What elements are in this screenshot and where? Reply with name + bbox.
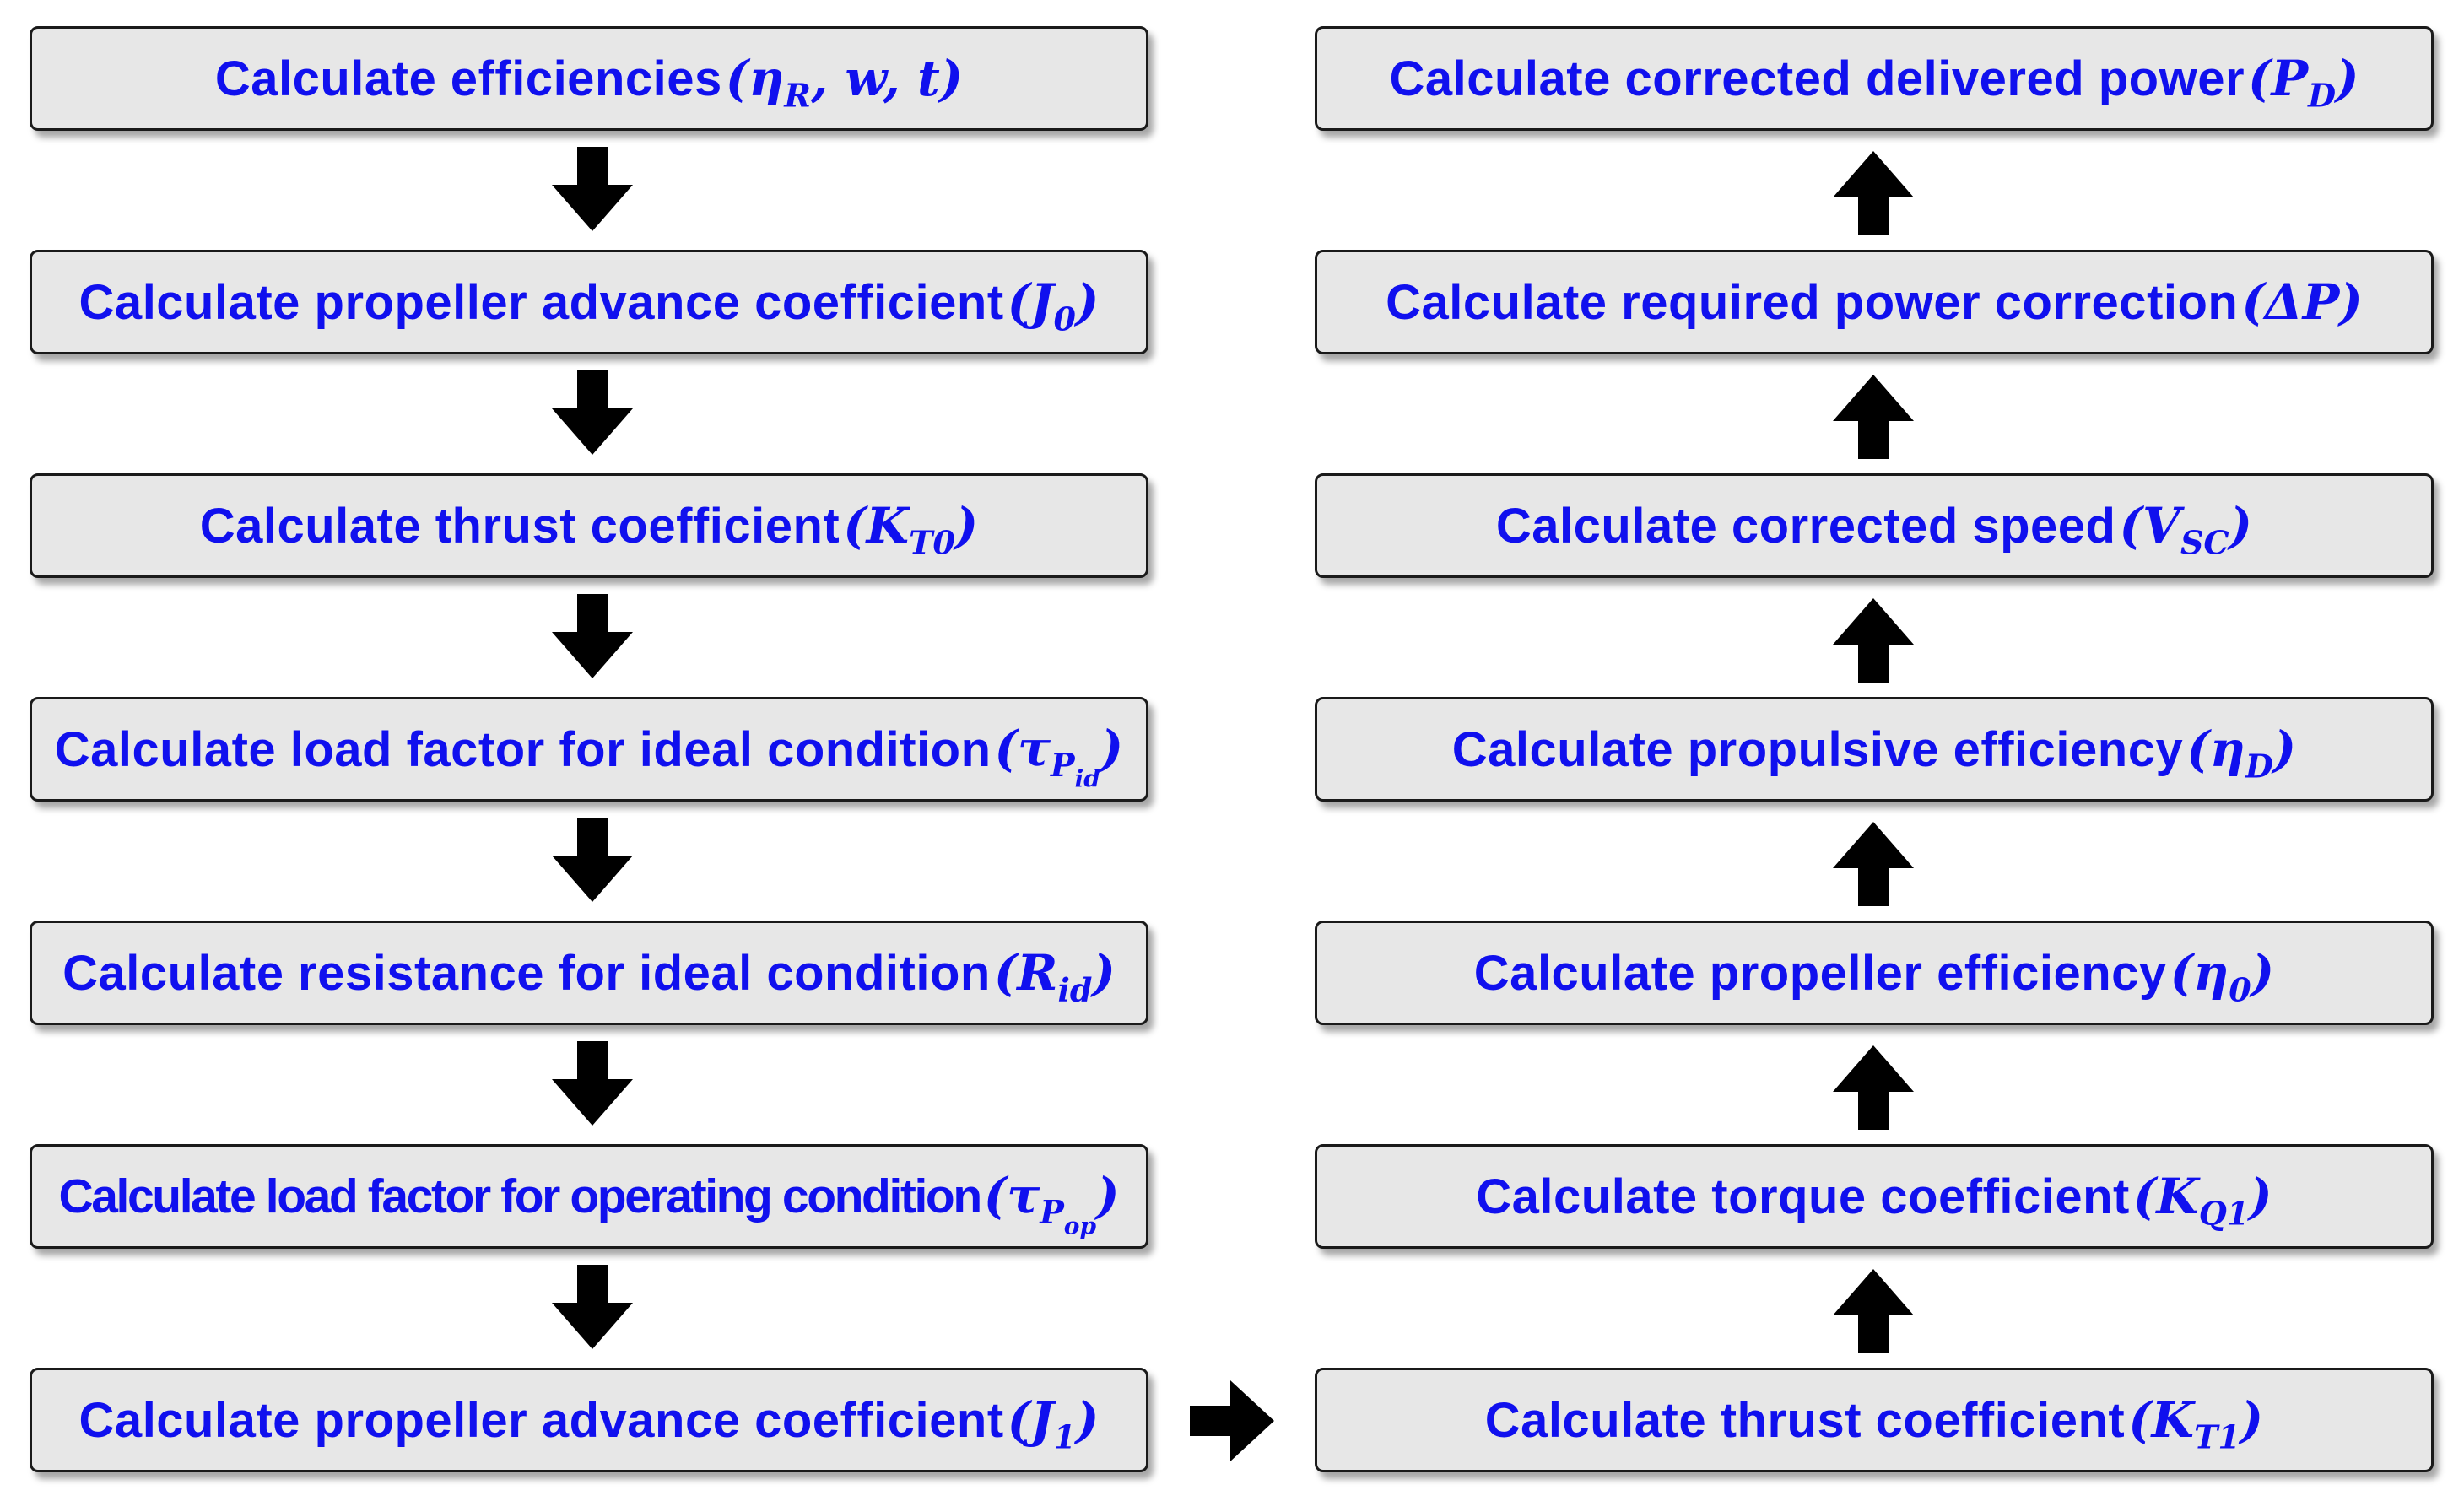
step-symbol: (τPop) <box>983 1166 1120 1240</box>
arrow-down-icon <box>550 1041 635 1126</box>
step-label: Calculate torque coefficient <box>1476 1169 2130 1224</box>
step-resistance-ideal: Calculate resistance for ideal condition… <box>30 921 1148 1025</box>
step-load-factor-ideal: Calculate load factor for ideal conditio… <box>30 697 1148 802</box>
arrow-up-icon <box>1831 822 1916 906</box>
arrow-down-icon <box>550 594 635 678</box>
arrow-down-icon <box>550 818 635 902</box>
arrow-up-icon <box>1831 598 1916 683</box>
step-label: Calculate required power correction <box>1386 274 2239 330</box>
step-torque-coefficient-kq1: Calculate torque coefficient (KQ1) <box>1315 1144 2434 1249</box>
arrow-up-icon <box>1831 1045 1916 1130</box>
step-label: Calculate thrust coefficient <box>1484 1392 2126 1448</box>
arrow-up-icon <box>1831 1269 1916 1353</box>
step-propeller-efficiency: Calculate propeller efficiency (η0) <box>1315 921 2434 1025</box>
step-symbol: (VSC) <box>2119 497 2253 562</box>
step-propulsive-efficiency: Calculate propulsive efficiency (ηD) <box>1315 697 2434 802</box>
step-symbol: (ηD) <box>2186 721 2297 786</box>
step-label: Calculate propulsive efficiency <box>1451 721 2184 777</box>
step-symbol: (J1) <box>1007 1391 1100 1456</box>
step-propeller-advance-coefficient-j1: Calculate propeller advance coefficient … <box>30 1368 1148 1472</box>
step-label: Calculate corrected speed <box>1495 498 2116 554</box>
step-calculate-efficiencies: Calculate efficiencies (ηR, w, t) <box>30 26 1148 131</box>
arrow-down-icon <box>550 147 635 231</box>
step-thrust-coefficient-kt0: Calculate thrust coefficient (KT0) <box>30 473 1148 578</box>
step-label: Calculate propeller advance coefficient <box>78 274 1004 330</box>
step-label: Calculate propeller advance coefficient <box>78 1392 1004 1448</box>
arrow-right-icon <box>1190 1379 1274 1463</box>
step-label: Calculate thrust coefficient <box>199 498 840 554</box>
step-symbol: (ΔP) <box>2241 273 2363 331</box>
arrow-down-icon <box>550 1265 635 1349</box>
step-required-power-correction: Calculate required power correction (ΔP) <box>1315 250 2434 354</box>
step-label: Calculate corrected delivered power <box>1389 51 2245 106</box>
arrow-up-icon <box>1831 151 1916 235</box>
step-thrust-coefficient-kt1: Calculate thrust coefficient (KT1) <box>1315 1368 2434 1472</box>
step-symbol: (KQ1) <box>2132 1168 2272 1233</box>
step-corrected-delivered-power: Calculate corrected delivered power (PD) <box>1315 26 2434 131</box>
step-load-factor-operating: Calculate load factor for operating cond… <box>30 1144 1148 1249</box>
step-label: Calculate load factor for ideal conditio… <box>54 721 992 777</box>
step-symbol: (η0) <box>2170 944 2275 1009</box>
step-symbol: (KT1) <box>2128 1391 2264 1456</box>
step-symbol: (J0) <box>1007 273 1100 338</box>
step-symbol: (τPid) <box>994 719 1124 793</box>
arrow-down-icon <box>550 370 635 455</box>
step-corrected-speed: Calculate corrected speed (VSC) <box>1315 473 2434 578</box>
step-label: Calculate resistance for ideal condition <box>62 945 991 1001</box>
step-label: Calculate propeller efficiency <box>1473 945 2167 1001</box>
step-label: Calculate load factor for operating cond… <box>58 1169 982 1223</box>
step-symbol: (PD) <box>2248 50 2359 115</box>
arrow-up-icon <box>1831 375 1916 459</box>
step-symbol: (Rid) <box>993 944 1116 1009</box>
step-label: Calculate efficiencies <box>214 51 722 106</box>
step-symbol: (ηR, w, t) <box>725 50 964 115</box>
step-symbol: (KT0) <box>843 497 979 562</box>
step-propeller-advance-coefficient-j0: Calculate propeller advance coefficient … <box>30 250 1148 354</box>
